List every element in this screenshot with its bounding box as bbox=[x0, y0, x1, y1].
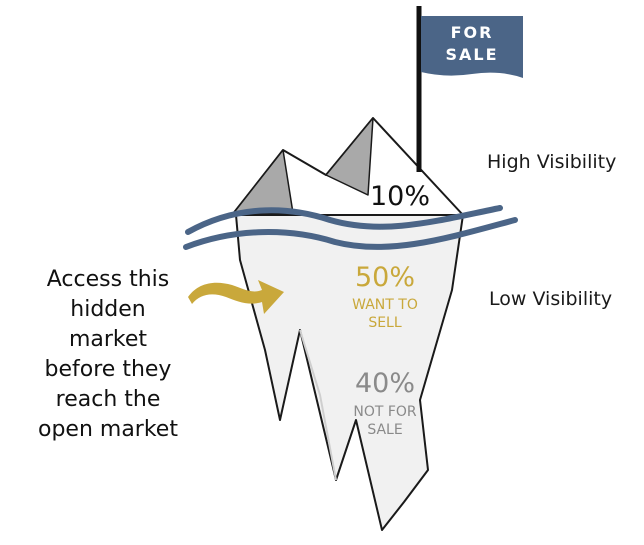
low-visibility-label: Low Visibility bbox=[489, 288, 613, 310]
callout-line: before they bbox=[44, 357, 172, 382]
callout-line: hidden bbox=[70, 297, 146, 322]
flag-label: FOR SALE bbox=[445, 23, 499, 64]
middle-caption: WANT TO SELL bbox=[352, 297, 418, 331]
water-wave-bottom bbox=[183, 217, 518, 250]
iceberg-inner-crease bbox=[299, 329, 337, 481]
middle-percent: 50% bbox=[354, 262, 415, 293]
arrow-icon bbox=[188, 280, 284, 314]
iceberg-underwater bbox=[235, 214, 464, 531]
callout-text: Access this hidden market before they re… bbox=[18, 265, 198, 445]
bottom-percent: 40% bbox=[354, 368, 415, 399]
bottom-caption: NOT FOR SALE bbox=[353, 404, 417, 438]
callout-line: market bbox=[68, 327, 148, 352]
high-visibility-label: High Visibility bbox=[487, 151, 617, 173]
callout-line: reach the bbox=[55, 387, 161, 412]
callout-line: open market bbox=[38, 417, 178, 442]
flag bbox=[421, 16, 523, 78]
iceberg-shade-right bbox=[325, 117, 374, 196]
callout-line: Access this bbox=[46, 267, 170, 292]
water-wave-top bbox=[185, 205, 503, 235]
top-percent: 10% bbox=[369, 181, 430, 212]
iceberg-shade-left bbox=[231, 149, 294, 216]
